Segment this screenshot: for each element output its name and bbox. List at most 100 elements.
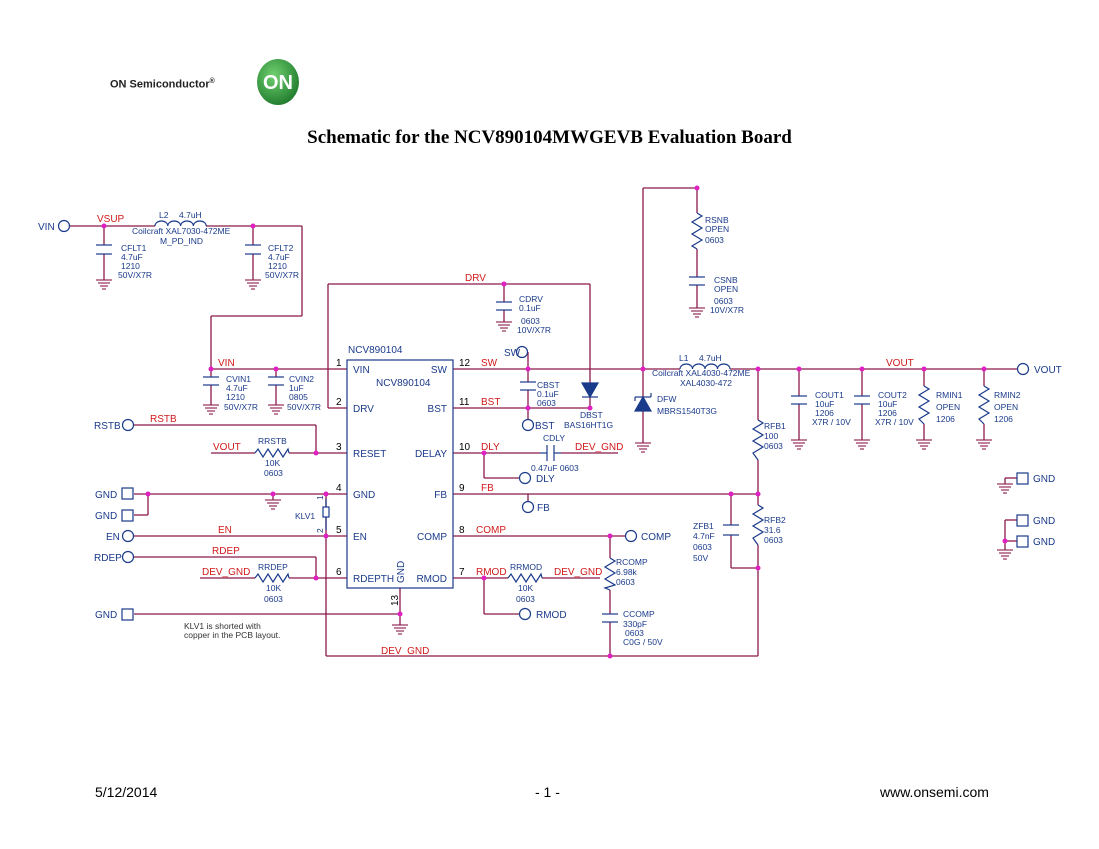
net-label: DEV_GND: [381, 646, 429, 657]
net-label: VOUT: [213, 442, 241, 453]
rcomp-value: 6.98k: [616, 567, 638, 577]
ground-icon: [495, 321, 513, 332]
l2-ref: L2: [159, 210, 169, 220]
rsnb-value: OPEN: [705, 224, 729, 234]
ground-icon: [915, 439, 933, 450]
rrmod-ref: RRMOD: [510, 562, 542, 572]
connector-label: EN: [106, 532, 120, 543]
connector-label: GND: [1033, 537, 1055, 548]
ic-pin-name: DELAY: [415, 449, 447, 460]
resistor-rrdep-icon: [254, 572, 290, 584]
rrmod-value: 10K: [518, 583, 533, 593]
klv1-pin: 1: [315, 495, 325, 500]
l2-value: 4.7uH: [179, 210, 202, 220]
net-label: SW: [481, 358, 498, 369]
ic-pin-number: 4: [336, 483, 342, 494]
connector-label: RMOD: [536, 610, 567, 621]
rmin2-value: OPEN: [994, 402, 1018, 412]
net-label: DLY: [481, 442, 500, 453]
ground-icon: [95, 279, 113, 290]
gnd-terminal-icon: [121, 509, 134, 522]
junctions: [101, 185, 1008, 659]
klv1-pin: 2: [315, 528, 325, 533]
ic-pin-name: BST: [428, 404, 447, 415]
capacitor-cout2-icon: [854, 395, 870, 405]
fb-testpoint-icon: [521, 500, 535, 514]
klv-note: KLV1 is shorted with: [184, 621, 261, 631]
company-name: ON Semiconductor®: [110, 78, 215, 91]
cdrv-ref: CDRV: [519, 294, 543, 304]
ic-pin-name: RESET: [353, 449, 386, 460]
capacitor-cvin1-icon: [203, 376, 219, 386]
cbst-value: 0.1uF: [537, 389, 559, 399]
rrdep-ref: RRDEP: [258, 562, 288, 572]
cflt2-pkg: 1210: [268, 261, 287, 271]
page-title: Schematic for the NCV890104MWGEVB Evalua…: [307, 127, 792, 148]
connector-label: RSTB: [94, 421, 121, 432]
net-label: DEV_GND: [575, 442, 623, 453]
rfb1-pkg: 0603: [764, 441, 783, 451]
net-label: VOUT: [886, 358, 914, 369]
capacitor-csnb-icon: [689, 276, 705, 286]
ic-pin-name: FB: [434, 490, 447, 501]
dbst-part: BAS16HT1G: [564, 420, 613, 430]
ground-icon: [688, 307, 706, 318]
cout2-value: 10uF: [878, 399, 897, 409]
connector-label: COMP: [641, 532, 671, 543]
cflt2-rating: 50V/X7R: [265, 270, 299, 280]
net-label: VSUP: [97, 214, 125, 225]
ic-pin-name: DRV: [353, 404, 374, 415]
ground-icon: [996, 483, 1014, 494]
svg-text:ON: ON: [263, 72, 293, 94]
connector-label: GND: [1033, 516, 1055, 527]
cvin2-ref: CVIN2: [289, 374, 314, 384]
capacitor-cflt2-icon: [245, 244, 261, 255]
resistor-rmin2-icon: [977, 385, 991, 425]
cout1-rating: X7R / 10V: [812, 417, 851, 427]
ccomp-rating: C0G / 50V: [623, 637, 663, 647]
cflt1-ref: CFLT1: [121, 243, 147, 253]
dbst-ref: DBST: [580, 410, 603, 420]
cdly-ref: CDLY: [543, 433, 565, 443]
resistor-rcomp-icon: [603, 557, 617, 591]
zfb1-ref: ZFB1: [693, 521, 714, 531]
csnb-pkg: 0603: [714, 296, 733, 306]
rrstb-value: 10K: [265, 458, 280, 468]
ground-icon: [790, 439, 808, 450]
rsnb-ref: RSNB: [705, 215, 729, 225]
ground-icon: [975, 439, 993, 450]
connector-label: GND: [95, 511, 117, 522]
net-label: RMOD: [476, 567, 507, 578]
ic-pin-name: VIN: [353, 365, 370, 376]
rmin2-pkg: 1206: [994, 414, 1013, 424]
cout1-pkg: 1206: [815, 408, 834, 418]
cout1-ref: COUT1: [815, 390, 844, 400]
cvin2-value: 1uF: [289, 383, 304, 393]
rmod-testpoint-icon: [518, 607, 532, 621]
dfw-part: MBRS1540T3G: [657, 406, 717, 416]
jumper-klv1-icon: [322, 499, 330, 530]
ground-icon: [244, 279, 262, 290]
rfb2-ref: RFB2: [764, 515, 786, 525]
connector-label: DLY: [536, 474, 555, 485]
net-label: VIN: [218, 358, 235, 369]
rcomp-pkg: 0603: [616, 577, 635, 587]
ic-pin-number: 1: [336, 358, 342, 369]
cbst-ref: CBST: [537, 380, 560, 390]
cflt1-pkg: 1210: [121, 261, 140, 271]
csnb-value: OPEN: [714, 284, 738, 294]
resistor-rrmod-icon: [507, 572, 543, 584]
net-label: DEV_GND: [202, 567, 250, 578]
l1-part: Coilcraft XAL4030-472ME: [652, 368, 751, 378]
footer-url: www.onsemi.com: [880, 784, 989, 800]
ic-pin-number: 3: [336, 442, 342, 453]
rfb1-ref: RFB1: [764, 421, 786, 431]
sw-testpoint-icon: [515, 345, 529, 359]
net-label: DRV: [465, 273, 486, 284]
connector-label: VOUT: [1034, 365, 1062, 376]
ground-icon: [267, 404, 285, 415]
capacitor-cdrv-icon: [496, 301, 512, 311]
capacitor-ccomp-icon: [602, 613, 618, 623]
net-label: DEV_GND: [554, 567, 602, 578]
